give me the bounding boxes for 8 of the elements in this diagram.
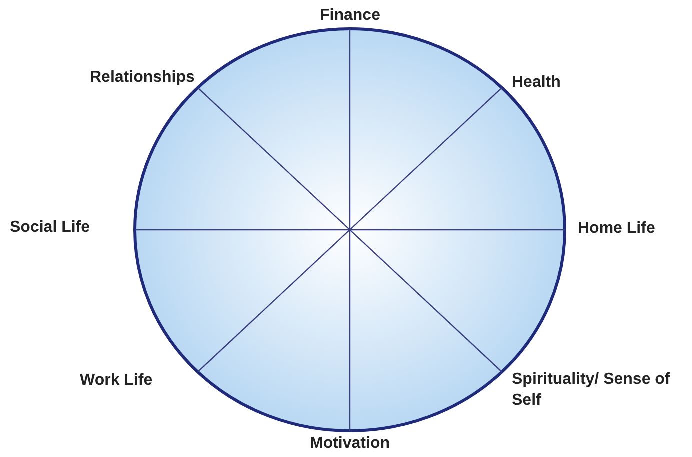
category-label: Social Life: [10, 218, 90, 238]
category-label: Home Life: [578, 219, 656, 239]
category-label: Relationships: [90, 68, 195, 88]
category-label: Finance: [320, 6, 380, 26]
category-label: Work Life: [80, 371, 153, 391]
category-label: Health: [512, 73, 561, 93]
category-label: Motivation: [310, 434, 390, 454]
category-label: Spirituality/ Sense of Self: [512, 370, 672, 411]
